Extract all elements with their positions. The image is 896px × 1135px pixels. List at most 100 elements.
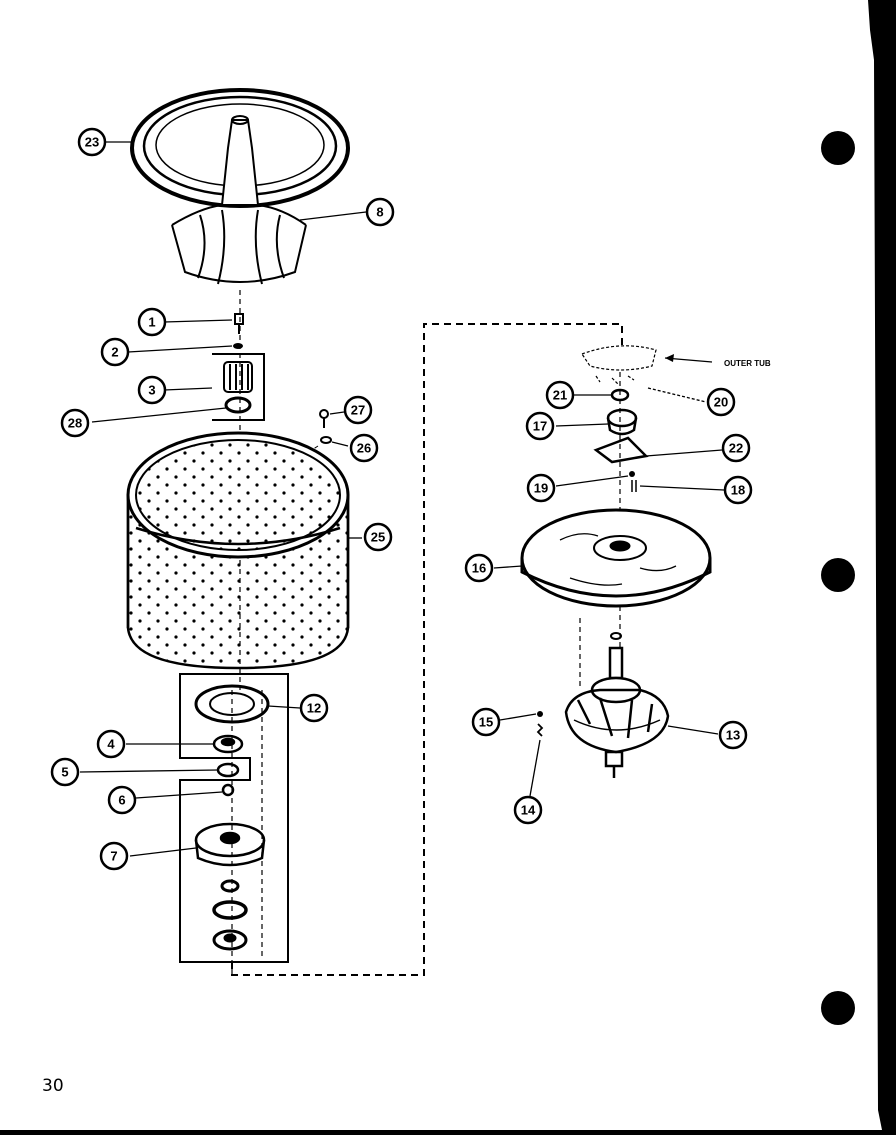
callout-number: 17	[533, 419, 547, 434]
callout-number: 12	[307, 701, 321, 716]
callout-number: 19	[534, 481, 548, 496]
callout-circle	[363, 522, 393, 552]
callout-number: 13	[726, 728, 740, 743]
leader-19	[555, 475, 629, 487]
callout-4: 4	[96, 729, 126, 759]
part-4-nut	[212, 734, 244, 754]
leader-1	[163, 319, 233, 323]
callout-number: 6	[118, 793, 125, 808]
callout-16: 16	[464, 553, 494, 583]
callout-20: 20	[706, 387, 736, 417]
callout-number: 16	[472, 561, 486, 576]
callout-circle	[299, 693, 329, 723]
part-18-clip	[631, 480, 637, 492]
binder-hole-middle	[821, 558, 855, 592]
part-2-washer	[233, 343, 243, 349]
binder-hole-top	[821, 131, 855, 165]
part-8-agitator	[171, 115, 307, 285]
callout-number: 15	[479, 715, 493, 730]
leader-8	[299, 211, 367, 221]
callout-12: 12	[299, 693, 329, 723]
callout-number: 28	[68, 416, 82, 431]
callout-3: 3	[137, 375, 167, 405]
page-number: 30	[42, 1076, 64, 1096]
lower-seal-b	[212, 900, 248, 920]
callout-19: 19	[526, 473, 556, 503]
callout-28: 28	[60, 408, 90, 438]
callout-circle	[60, 408, 90, 438]
leader-22	[645, 449, 723, 457]
leader-6	[135, 791, 223, 799]
callout-23: 23	[77, 127, 107, 157]
part-13-transmission	[564, 646, 670, 778]
callout-number: 23	[85, 135, 99, 150]
callout-number: 1	[148, 315, 155, 330]
callout-number: 25	[371, 530, 385, 545]
callout-15: 15	[471, 707, 501, 737]
part-14-spring	[536, 723, 544, 737]
part-28-seal	[224, 396, 252, 414]
leader-16	[493, 565, 523, 569]
leader-28	[91, 407, 227, 423]
leader-18	[639, 485, 725, 491]
part-27-screw	[319, 409, 329, 428]
drive-washer	[610, 632, 622, 640]
part-26-washer	[320, 436, 332, 444]
outer-tub-arrowhead	[665, 354, 674, 362]
outer-tub-label: OUTER TUB	[724, 359, 771, 368]
lower-seal-a	[220, 879, 240, 893]
callout-number: 5	[61, 765, 68, 780]
callout-22: 22	[721, 433, 751, 463]
leader-15	[499, 713, 537, 721]
leader-3	[163, 387, 213, 391]
leader-26	[331, 441, 349, 447]
callout-21: 21	[545, 380, 575, 410]
binder-hole-bottom	[821, 991, 855, 1025]
callout-number: 27	[351, 403, 365, 418]
callout-number: 18	[731, 483, 745, 498]
callout-26: 26	[349, 433, 379, 463]
callout-circle	[343, 395, 373, 425]
leader-13	[667, 725, 719, 735]
part-17-clutch	[606, 408, 638, 436]
callout-circle	[471, 707, 501, 737]
callout-number: 22	[729, 441, 743, 456]
callout-circle	[464, 553, 494, 583]
callout-circle	[718, 720, 748, 750]
callout-number: 14	[521, 803, 536, 818]
leader-12	[267, 705, 301, 709]
callout-circle	[525, 411, 555, 441]
callout-circle	[545, 380, 575, 410]
callout-number: 2	[111, 345, 118, 360]
bracket-3-28	[212, 353, 265, 421]
callout-5: 5	[50, 757, 80, 787]
callout-2: 2	[100, 337, 130, 367]
callout-6: 6	[107, 785, 137, 815]
callout-circle	[721, 433, 751, 463]
callout-circle	[137, 307, 167, 337]
callout-number: 26	[357, 441, 371, 456]
outer-tub-fragment	[581, 345, 657, 385]
callout-8: 8	[365, 197, 395, 227]
part-6-bearing	[221, 783, 235, 797]
part-3-cam	[223, 361, 253, 393]
callout-circle	[526, 473, 556, 503]
callout-1: 1	[137, 307, 167, 337]
callout-13: 13	[718, 720, 748, 750]
callout-circle	[99, 841, 129, 871]
callout-circle	[100, 337, 130, 367]
callout-number: 4	[107, 737, 115, 752]
callout-14: 14	[513, 795, 543, 825]
leader-5	[79, 769, 219, 773]
callout-27: 27	[343, 395, 373, 425]
part-15-screw	[537, 711, 543, 717]
callout-7: 7	[99, 841, 129, 871]
part-19-screw	[629, 471, 635, 477]
callout-number: 3	[148, 383, 155, 398]
leader-7	[129, 847, 197, 857]
callout-circle	[137, 375, 167, 405]
